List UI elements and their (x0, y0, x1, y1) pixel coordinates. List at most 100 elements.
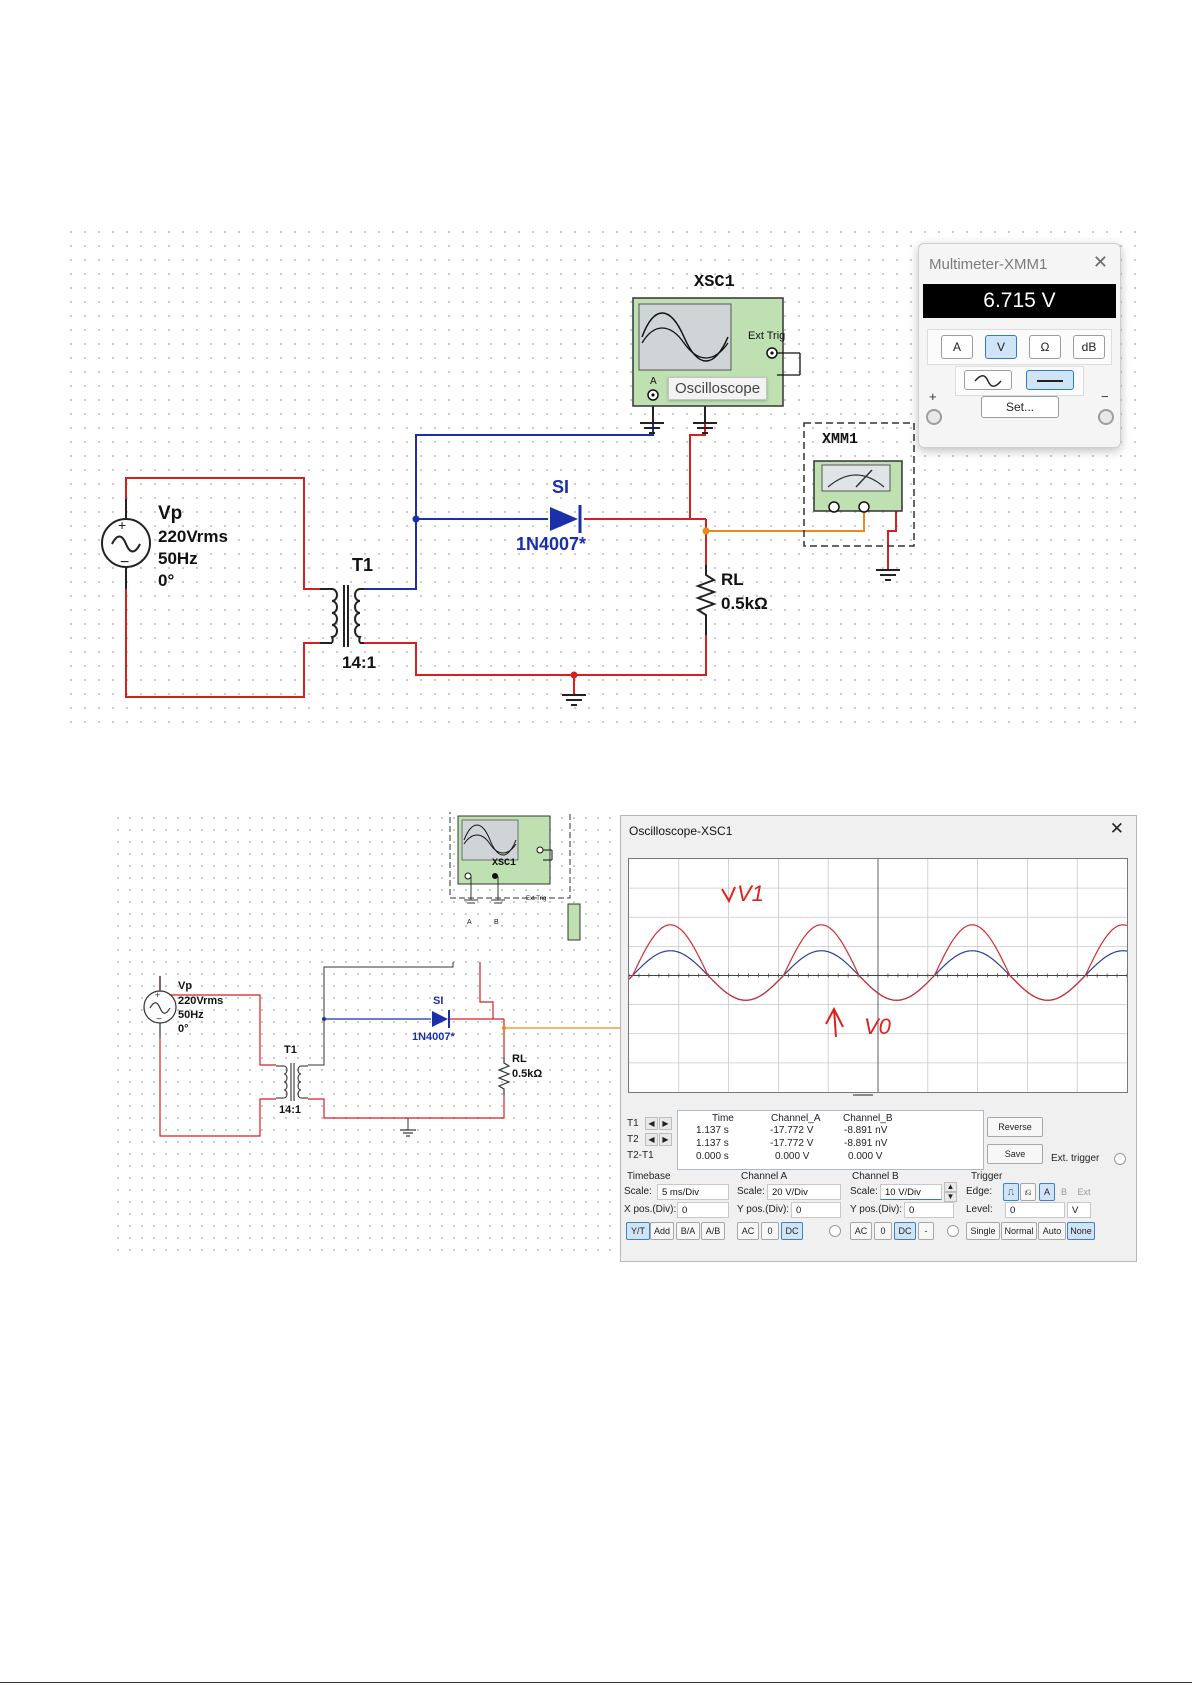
transformer-symbol[interactable] (320, 585, 364, 647)
transformer-ratio: 14:1 (342, 653, 377, 672)
ground-icon (400, 1129, 416, 1137)
positive-terminal[interactable] (926, 409, 942, 425)
dc-line-icon[interactable] (1026, 370, 1074, 390)
yt-mode-button[interactable]: Y/T (626, 1222, 650, 1240)
ammeter-button[interactable]: A (941, 335, 973, 359)
voltmeter-button[interactable]: V (985, 335, 1017, 359)
channel-b-terminal[interactable] (947, 1225, 959, 1237)
trigger-source-a-button[interactable]: A (1039, 1183, 1055, 1201)
resistor-value: 0.5kΩ (512, 1068, 543, 1080)
transformer-symbol[interactable] (276, 1063, 308, 1101)
trigger-normal-button[interactable]: Normal (1001, 1222, 1037, 1240)
wire-sec-top (364, 519, 417, 590)
wire-rl-bottom (308, 1095, 505, 1119)
trigger-auto-button[interactable]: Auto (1038, 1222, 1066, 1240)
annotation-v1: V1 (737, 881, 764, 906)
ac-wave-icon[interactable] (964, 370, 1012, 390)
channel-b-zero-button[interactable]: 0 (874, 1222, 892, 1240)
trigger-single-button[interactable]: Single (966, 1222, 1000, 1240)
trigger-source-ext-button[interactable]: Ext (1077, 1187, 1091, 1197)
schematic-2: + − (143, 812, 624, 1137)
diode-symbol[interactable] (550, 505, 582, 533)
a-over-b-mode-button[interactable]: A/B (701, 1222, 725, 1240)
table-cell: -8.891 nV (844, 1138, 888, 1149)
source-frequency: 50Hz (178, 1009, 204, 1021)
table-cell: 0.000 V (775, 1151, 810, 1162)
page-footer-rule (0, 1682, 1192, 1683)
channel-a-terminal[interactable] (829, 1225, 841, 1237)
waveform-button-group (955, 366, 1084, 396)
ext-trigger-terminal[interactable] (1114, 1153, 1126, 1165)
trigger-none-button[interactable]: None (1067, 1222, 1095, 1240)
scope-channel-a-label: A (650, 376, 657, 387)
channel-a-ac-button[interactable]: AC (737, 1222, 759, 1240)
channel-a-ypos-field[interactable]: 0 (791, 1202, 841, 1218)
rising-edge-icon[interactable]: ⎍ (1003, 1183, 1019, 1201)
channel-b-title: Channel B (852, 1171, 899, 1182)
multimeter-window[interactable]: Multimeter-XMM1 ✕ 6.715 V A V Ω dB + Set… (918, 243, 1121, 448)
ohmmeter-button[interactable]: Ω (1029, 335, 1061, 359)
resistor-symbol[interactable] (695, 565, 717, 635)
table-cell: 1.137 s (696, 1125, 729, 1136)
annotation-arrow (721, 886, 736, 904)
negative-terminal[interactable] (1098, 409, 1114, 425)
mode-button-group: A V Ω dB (927, 329, 1112, 365)
schematic-canvas-2[interactable]: + − (112, 812, 624, 1260)
ground-icon (562, 694, 586, 706)
timebase-scale-field[interactable]: 5 ms/Div (657, 1184, 729, 1200)
channel-b-ypos-label: Y pos.(Div): (850, 1204, 903, 1215)
transformer-ratio: 14:1 (279, 1104, 302, 1116)
source-name: Vp (158, 503, 183, 524)
channel-b-ypos-field[interactable]: 0 (904, 1202, 954, 1218)
ground-icon (693, 401, 717, 434)
reverse-button[interactable]: Reverse (987, 1117, 1043, 1137)
source-voltage: 220Vrms (158, 527, 228, 546)
oscilloscope-instrument[interactable] (449, 812, 581, 941)
close-icon[interactable]: ✕ (1109, 819, 1124, 838)
channel-b-scale-field[interactable]: 10 V/Div (880, 1184, 942, 1200)
trigger-edge-label: Edge: (966, 1186, 993, 1197)
trigger-level-unit[interactable]: V (1067, 1202, 1091, 1218)
cursor-table: Time Channel_A Channel_B 1.137 s -17.772… (677, 1110, 984, 1170)
cursor-t2-left-arrow-icon[interactable]: ◀ (645, 1133, 658, 1146)
multimeter-instrument[interactable] (803, 422, 915, 547)
diode-name: SI (552, 477, 570, 497)
header-channel-b: Channel_B (843, 1113, 893, 1124)
channel-b-ac-button[interactable]: AC (850, 1222, 872, 1240)
trigger-level-field[interactable]: 0 (1005, 1202, 1065, 1218)
channel-a-scale-field[interactable]: 20 V/Div (767, 1184, 841, 1200)
falling-edge-icon[interactable]: ⎌ (1020, 1183, 1036, 1201)
decibel-button[interactable]: dB (1073, 335, 1105, 359)
channel-b-dc-button[interactable]: DC (894, 1222, 916, 1240)
table-cell: -17.772 V (770, 1125, 814, 1136)
ac-source-symbol[interactable]: + − (143, 976, 177, 1038)
trigger-level-label: Level: (966, 1204, 993, 1215)
trigger-title: Trigger (971, 1171, 1003, 1182)
splitter-handle[interactable] (853, 1094, 873, 1096)
ac-source-symbol[interactable]: + − (101, 499, 151, 589)
scope-channel-a-label: A (467, 919, 472, 926)
b-over-a-mode-button[interactable]: B/A (676, 1222, 700, 1240)
junction-dot (702, 527, 710, 535)
cursor-t2-right-arrow-icon[interactable]: ▶ (659, 1133, 672, 1146)
save-button[interactable]: Save (987, 1144, 1043, 1164)
spin-down-icon[interactable]: ▼ (944, 1192, 957, 1202)
resistor-symbol[interactable] (497, 1057, 511, 1095)
diode-symbol[interactable] (432, 1010, 450, 1028)
channel-a-dc-button[interactable]: DC (781, 1222, 803, 1240)
add-mode-button[interactable]: Add (650, 1222, 674, 1240)
channel-a-zero-button[interactable]: 0 (761, 1222, 779, 1240)
trigger-source-b-button[interactable]: B (1060, 1187, 1067, 1197)
source-phase: 0° (158, 571, 175, 590)
close-icon[interactable]: ✕ (1092, 252, 1108, 272)
cursor-t1-right-arrow-icon[interactable]: ▶ (659, 1117, 672, 1130)
diode-part: 1N4007* (516, 534, 587, 554)
cursor-t1-left-arrow-icon[interactable]: ◀ (645, 1117, 658, 1130)
channel-b-invert-button[interactable]: - (918, 1222, 934, 1240)
set-button[interactable]: Set... (981, 396, 1059, 418)
x-position-field[interactable]: 0 (677, 1202, 729, 1218)
wire-blue-up (323, 962, 454, 1019)
spin-up-icon[interactable]: ▲ (944, 1182, 957, 1192)
